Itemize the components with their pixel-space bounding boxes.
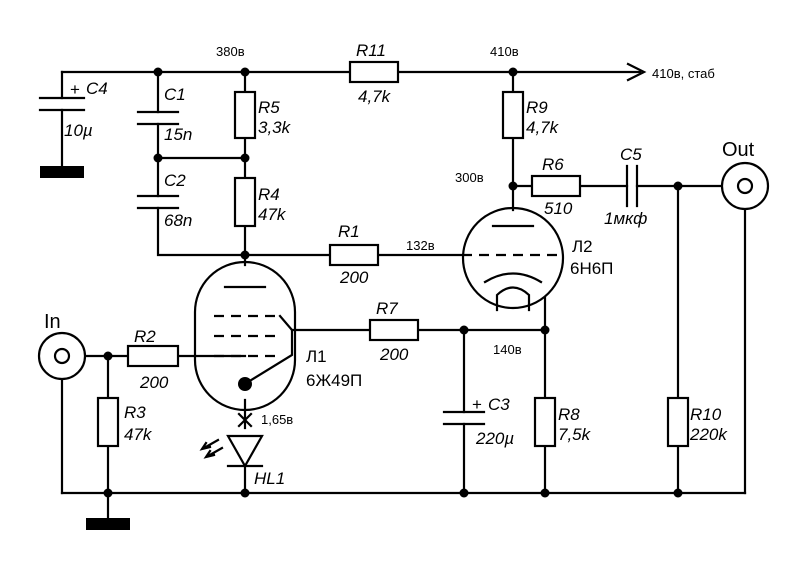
c5-name: C5 bbox=[620, 145, 642, 164]
c5-value: 1мкф bbox=[604, 209, 647, 228]
junction-dot bbox=[103, 488, 113, 498]
r10-value: 220k bbox=[689, 425, 728, 444]
light-emission-icon bbox=[203, 446, 224, 459]
r4-value: 47k bbox=[258, 205, 287, 224]
junction-dot bbox=[508, 181, 518, 191]
voltage-label-300: 300в bbox=[455, 170, 484, 185]
r6-resistor bbox=[530, 174, 582, 198]
r3-name: R3 bbox=[124, 403, 146, 422]
junction-dot bbox=[240, 153, 250, 163]
r5-value: 3,3k bbox=[258, 118, 292, 137]
r11-resistor bbox=[348, 60, 400, 84]
r9-name: R9 bbox=[526, 98, 548, 117]
r8-name: R8 bbox=[558, 405, 580, 424]
c3-name: C3 bbox=[488, 395, 510, 414]
l2-tube bbox=[461, 206, 565, 312]
c4-name: C4 bbox=[86, 79, 108, 98]
junction-dot bbox=[540, 488, 550, 498]
r11-name: R11 bbox=[356, 41, 386, 60]
c2-name: C2 bbox=[164, 171, 186, 190]
r6-name: R6 bbox=[542, 155, 564, 174]
r5-resistor bbox=[233, 90, 257, 140]
input-connector bbox=[37, 331, 87, 381]
r2-value: 200 bbox=[139, 373, 169, 392]
c3-value: 220µ bbox=[475, 429, 514, 448]
voltage-label-410: 410в bbox=[490, 44, 519, 59]
r9-value: 4,7k bbox=[526, 118, 560, 137]
r7-value: 200 bbox=[379, 345, 409, 364]
r3-value: 47k bbox=[124, 425, 153, 444]
voltage-label-380: 380в bbox=[216, 44, 245, 59]
cross-mark-icon bbox=[237, 412, 253, 428]
c2-value: 68n bbox=[164, 211, 192, 230]
junction-dot bbox=[103, 351, 113, 361]
l1-type: 6Ж49П bbox=[306, 371, 362, 390]
junction-dot bbox=[459, 488, 469, 498]
ground-symbol bbox=[40, 166, 84, 178]
r2-name: R2 bbox=[134, 327, 156, 346]
l1-name: Л1 bbox=[306, 347, 327, 366]
r1-value: 200 bbox=[339, 268, 369, 287]
ground-symbol bbox=[86, 518, 130, 530]
junction-dots bbox=[103, 67, 683, 498]
junction-dot bbox=[153, 153, 163, 163]
r10-resistor bbox=[666, 396, 690, 448]
c1-value: 15n bbox=[164, 125, 192, 144]
r9-resistor bbox=[501, 90, 525, 140]
hl1-name: HL1 bbox=[254, 469, 285, 488]
junction-dot bbox=[673, 488, 683, 498]
l2-type: 6Н6П bbox=[570, 259, 613, 278]
l2-name: Л2 bbox=[572, 237, 593, 256]
junction-dot bbox=[508, 67, 518, 77]
input-label: In bbox=[44, 311, 61, 333]
c1-capacitor bbox=[136, 110, 180, 126]
wires bbox=[60, 70, 747, 522]
r8-resistor bbox=[533, 396, 557, 448]
r7-resistor bbox=[368, 318, 420, 342]
voltage-label-140: 140в bbox=[493, 342, 522, 357]
r4-resistor bbox=[233, 176, 257, 228]
c4-capacitor bbox=[38, 96, 86, 112]
c2-capacitor bbox=[136, 194, 180, 210]
r1-resistor bbox=[328, 243, 380, 267]
r2-resistor bbox=[126, 344, 180, 368]
l1-tube bbox=[193, 260, 297, 412]
r4-name: R4 bbox=[258, 185, 280, 204]
voltage-label-165: 1,65в bbox=[261, 412, 293, 427]
junction-dot bbox=[673, 181, 683, 191]
output-connector bbox=[720, 161, 770, 211]
r10-name: R10 bbox=[690, 405, 722, 424]
r3-resistor bbox=[96, 396, 120, 448]
r5-name: R5 bbox=[258, 98, 280, 117]
junction-dot bbox=[240, 488, 250, 498]
c1-name: C1 bbox=[164, 85, 186, 104]
r7-name: R7 bbox=[376, 299, 398, 318]
arrow-right-icon bbox=[626, 62, 647, 82]
junction-dot bbox=[459, 325, 469, 335]
voltage-label-132: 132в bbox=[406, 238, 435, 253]
c3-plus: + bbox=[472, 395, 482, 414]
c3-capacitor bbox=[442, 410, 486, 426]
r1-name: R1 bbox=[338, 222, 360, 241]
r8-value: 7,5k bbox=[558, 425, 592, 444]
c4-value: 10µ bbox=[64, 121, 93, 140]
voltage-label-410-stab: 410в, стаб bbox=[652, 66, 715, 81]
hl1-led bbox=[199, 412, 264, 469]
junction-dot bbox=[540, 325, 550, 335]
c4-plus: + bbox=[70, 80, 80, 99]
junction-dot bbox=[153, 67, 163, 77]
junction-dot bbox=[240, 250, 250, 260]
c5-capacitor bbox=[625, 164, 639, 208]
r11-value: 4,7k bbox=[358, 87, 392, 106]
r6-value: 510 bbox=[544, 199, 573, 218]
output-label: Out bbox=[722, 139, 755, 161]
light-emission-icon bbox=[199, 438, 220, 451]
junction-dot bbox=[240, 67, 250, 77]
